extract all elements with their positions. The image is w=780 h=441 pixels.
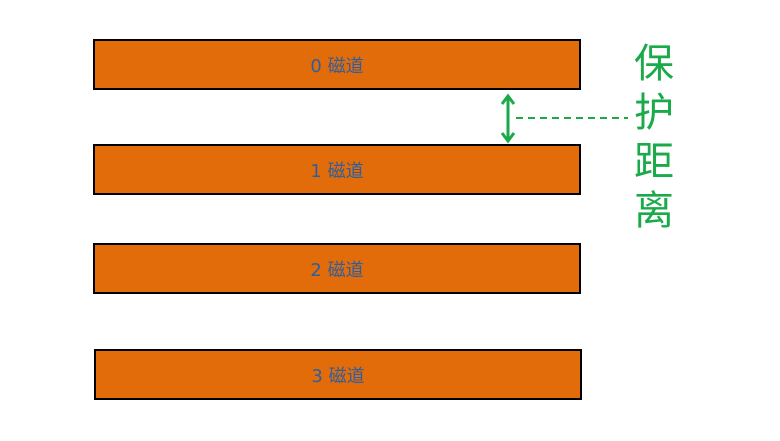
track-2: 2 磁道 bbox=[93, 243, 581, 294]
track-label: 0 磁道 bbox=[310, 55, 364, 77]
track-label: 2 磁道 bbox=[310, 259, 364, 281]
track-label: 3 磁道 bbox=[311, 365, 365, 387]
track-label: 1 磁道 bbox=[310, 160, 364, 182]
track-3: 3 磁道 bbox=[94, 349, 582, 400]
track-1: 1 磁道 bbox=[93, 144, 581, 195]
guard-distance-label: 保护距离 bbox=[634, 41, 674, 234]
track-0: 0 磁道 bbox=[93, 39, 581, 90]
